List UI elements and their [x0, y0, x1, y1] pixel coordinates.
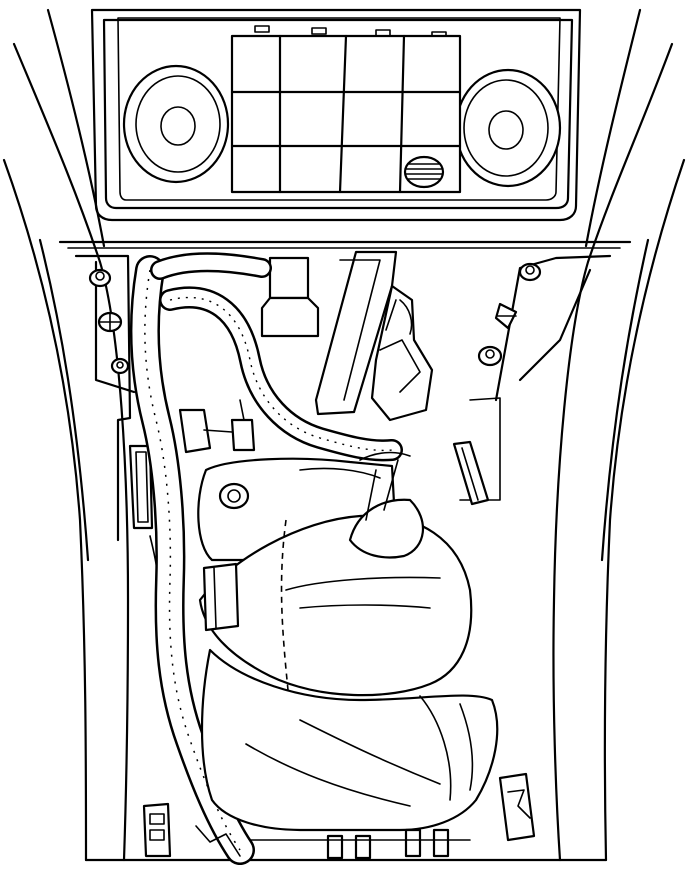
bolt-icon — [88, 268, 112, 288]
bolt-icon — [494, 302, 518, 330]
indicator-light — [311, 27, 327, 35]
left-air-vent — [122, 64, 230, 184]
speaker-grille — [403, 155, 445, 189]
indicator-light — [254, 25, 270, 33]
wiring-harness — [129, 252, 403, 865]
mounting-bolts — [88, 262, 542, 375]
bolt-icon — [97, 311, 123, 333]
right-air-vent — [454, 68, 562, 188]
center-console-trim — [2, 8, 686, 862]
radio-control-panel — [90, 8, 582, 222]
bolt-icon — [477, 345, 503, 367]
left-latch — [128, 444, 160, 603]
upper-bracket — [260, 250, 434, 422]
shift-boot — [198, 451, 499, 832]
console-inner-walls — [74, 254, 612, 542]
bolt-icon — [110, 357, 130, 375]
bolt-icon — [518, 262, 542, 282]
bottom-connectors — [142, 772, 536, 860]
right-latch — [452, 440, 490, 506]
